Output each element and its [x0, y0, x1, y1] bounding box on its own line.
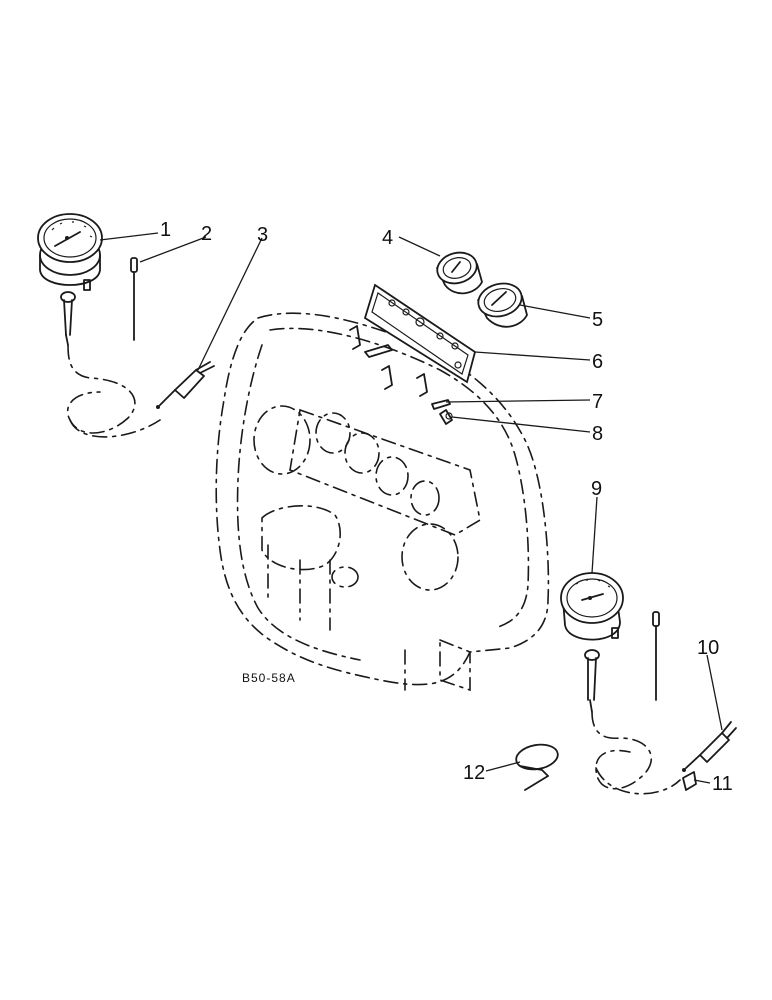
callout-6: 6	[592, 351, 603, 373]
callout-9: 9	[591, 478, 602, 500]
callout-4: 4	[382, 227, 393, 249]
callout-7: 7	[592, 391, 603, 413]
callout-8: 8	[592, 423, 603, 445]
hourmeter-gauge	[560, 572, 624, 713]
leader-lines	[99, 232, 723, 784]
fuel-gauge	[477, 282, 528, 328]
callout-labels: 1 2 3 4 5 6 7 8 9 10 11 12	[160, 219, 733, 795]
callout-11: 11	[712, 773, 733, 795]
instrument-panel-housing	[215, 312, 550, 692]
tachometer-gauge	[37, 213, 103, 346]
callout-12: 12	[463, 762, 485, 784]
callout-10: 10	[697, 637, 719, 659]
tachometer-drive-cable	[66, 344, 161, 438]
warning-light-panel	[363, 283, 477, 384]
sender-probe	[652, 611, 660, 701]
callout-1: 1	[160, 219, 171, 241]
drive-adapter	[156, 361, 215, 409]
hourmeter-drive-cable	[591, 711, 681, 795]
drawing-code: B50-58A	[242, 671, 296, 685]
cable-adapter	[682, 721, 737, 772]
fitting	[682, 771, 697, 791]
callout-3: 3	[257, 224, 268, 246]
callout-2: 2	[201, 223, 212, 245]
mounting-brackets	[349, 325, 428, 397]
temperature-sender	[130, 257, 138, 341]
oil-pressure-gauge	[436, 251, 483, 295]
cable-clamp	[515, 743, 559, 791]
callout-5: 5	[592, 309, 603, 331]
clip-and-screw	[431, 399, 453, 425]
